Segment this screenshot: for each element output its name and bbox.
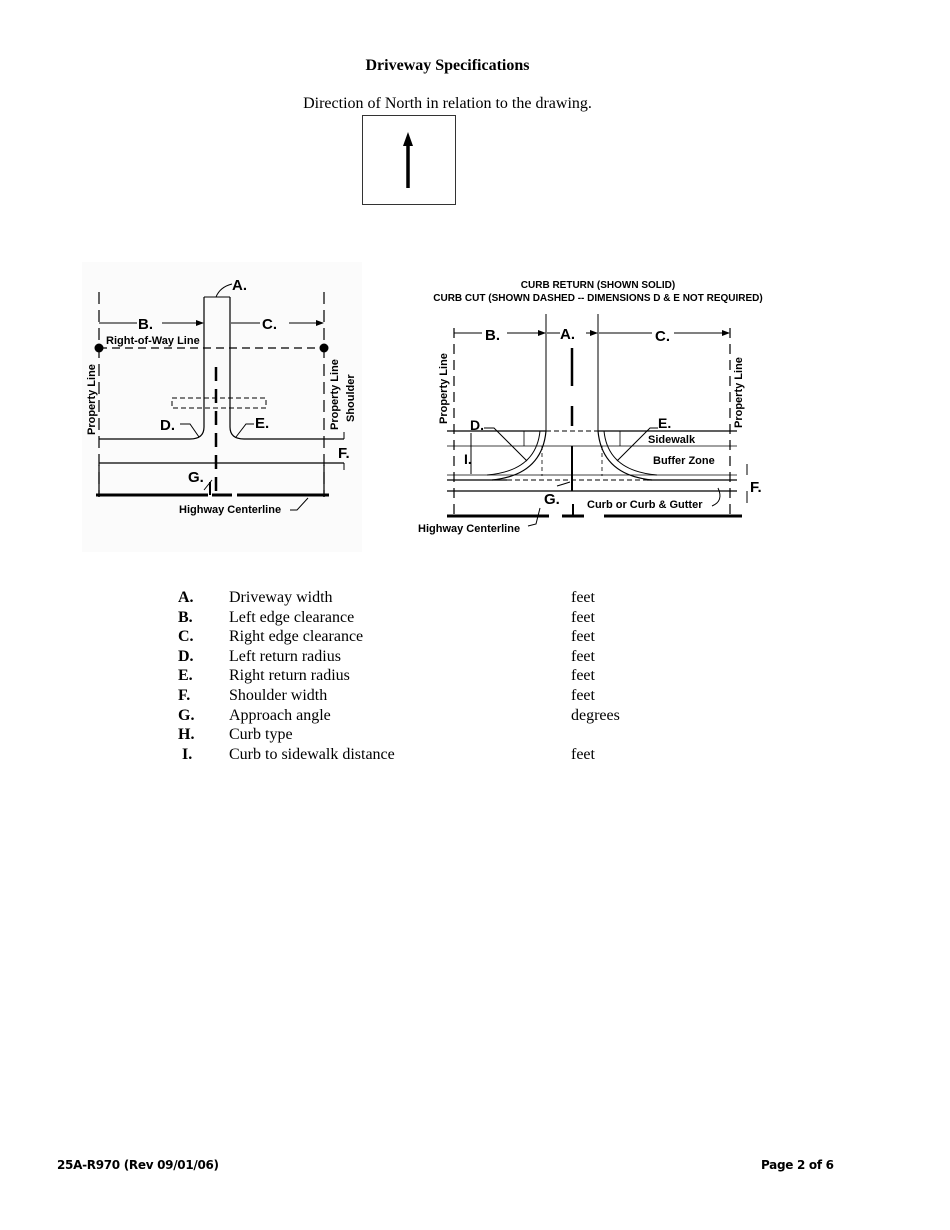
spec-unit: feet bbox=[571, 667, 595, 685]
spec-row-i: I. Curb to sidewalk distance feet bbox=[178, 745, 651, 765]
spec-row-f: F. Shoulder width feet bbox=[178, 686, 651, 706]
page-title: Driveway Specifications bbox=[365, 57, 530, 74]
spec-unit bbox=[571, 725, 651, 745]
spec-description: Left return radius bbox=[229, 647, 341, 665]
spec-row-e: E. Right return radius feet bbox=[178, 666, 651, 686]
page-number: Page 2 of 6 bbox=[761, 1158, 834, 1172]
spec-description: Shoulder width bbox=[229, 686, 328, 704]
label-c: C. bbox=[655, 328, 670, 345]
spec-description: Curb to sidewalk distance bbox=[229, 745, 395, 763]
spec-description: Approach angle bbox=[229, 706, 331, 724]
north-instruction: Direction of North in relation to the dr… bbox=[303, 95, 592, 112]
form-id: 25A-R970 (Rev 09/01/06) bbox=[57, 1158, 219, 1172]
label-g: G. bbox=[188, 469, 204, 486]
driveway-diagram-shoulder: A. B. C. Right-of-Way Line D. E. F. G. H… bbox=[82, 262, 362, 552]
curb-return-caption: CURB RETURN (SHOWN SOLID) bbox=[521, 280, 675, 291]
spec-row-g: G. Approach angle degrees bbox=[178, 706, 651, 726]
spec-unit: feet bbox=[571, 608, 595, 626]
spec-letter: F. bbox=[178, 686, 191, 704]
label-b: B. bbox=[485, 327, 500, 344]
label-i: I. bbox=[464, 451, 472, 467]
property-line-left-label: Property Line bbox=[86, 364, 98, 435]
buffer-zone-label: Buffer Zone bbox=[653, 455, 715, 467]
label-e: E. bbox=[255, 415, 269, 432]
highway-centerline-label: Highway Centerline bbox=[179, 504, 281, 516]
property-line-right-label: Property Line bbox=[733, 357, 745, 428]
spec-unit: feet bbox=[571, 686, 595, 704]
spec-row-c: C. Right edge clearance feet bbox=[178, 627, 651, 647]
highway-centerline-label: Highway Centerline bbox=[418, 523, 520, 535]
north-arrow-box bbox=[362, 115, 456, 205]
spec-letter: G. bbox=[178, 706, 195, 724]
label-a: A. bbox=[560, 326, 575, 343]
spec-letter: D. bbox=[178, 647, 194, 665]
spec-letter: E. bbox=[178, 667, 193, 685]
spec-letter: A. bbox=[178, 589, 194, 606]
property-line-right-label: Property Line bbox=[329, 359, 341, 430]
spec-description: Right return radius bbox=[229, 667, 350, 685]
label-b: B. bbox=[138, 316, 153, 333]
curb-label: Curb or Curb & Gutter bbox=[587, 499, 703, 511]
spec-description: Left edge clearance bbox=[229, 608, 355, 626]
spec-description: Right edge clearance bbox=[229, 628, 364, 646]
label-e: E. bbox=[658, 415, 671, 431]
property-line-left-label: Property Line bbox=[438, 353, 450, 424]
spec-unit: degrees bbox=[571, 706, 620, 724]
driveway-diagram-curb: CURB RETURN (SHOWN SOLID) CURB CUT (SHOW… bbox=[412, 276, 782, 541]
north-arrow-icon bbox=[403, 132, 413, 188]
specifications-table: A. Driveway width feet B. Left edge clea… bbox=[178, 588, 651, 764]
spec-letter: C. bbox=[178, 628, 194, 646]
spec-unit: feet bbox=[571, 647, 595, 665]
shoulder-label: Shoulder bbox=[345, 374, 357, 422]
spec-unit: feet bbox=[571, 745, 595, 763]
label-d: D. bbox=[470, 417, 484, 433]
spec-unit: feet bbox=[571, 628, 595, 646]
curb-cut-caption: CURB CUT (SHOWN DASHED -- DIMENSIONS D &… bbox=[433, 293, 762, 304]
spec-row-b: B. Left edge clearance feet bbox=[178, 608, 651, 628]
label-c: C. bbox=[262, 316, 277, 333]
spec-description: Curb type bbox=[229, 726, 293, 744]
spec-letter: B. bbox=[178, 608, 193, 626]
sidewalk-label: Sidewalk bbox=[648, 434, 696, 446]
spec-row-d: D. Left return radius feet bbox=[178, 647, 651, 667]
right-of-way-label: Right-of-Way Line bbox=[106, 335, 200, 347]
spec-letter: H. bbox=[178, 726, 195, 744]
spec-row-h: H. Curb type bbox=[178, 725, 651, 745]
spec-unit: feet bbox=[571, 589, 595, 606]
label-g: G. bbox=[544, 491, 560, 508]
spec-description: Driveway width bbox=[229, 589, 333, 606]
spec-row-a: A. Driveway width feet bbox=[178, 588, 651, 608]
label-f: F. bbox=[338, 445, 350, 462]
label-f: F. bbox=[750, 479, 762, 496]
label-d: D. bbox=[160, 417, 175, 434]
spec-letter: I. bbox=[182, 745, 193, 763]
label-a: A. bbox=[232, 277, 247, 294]
